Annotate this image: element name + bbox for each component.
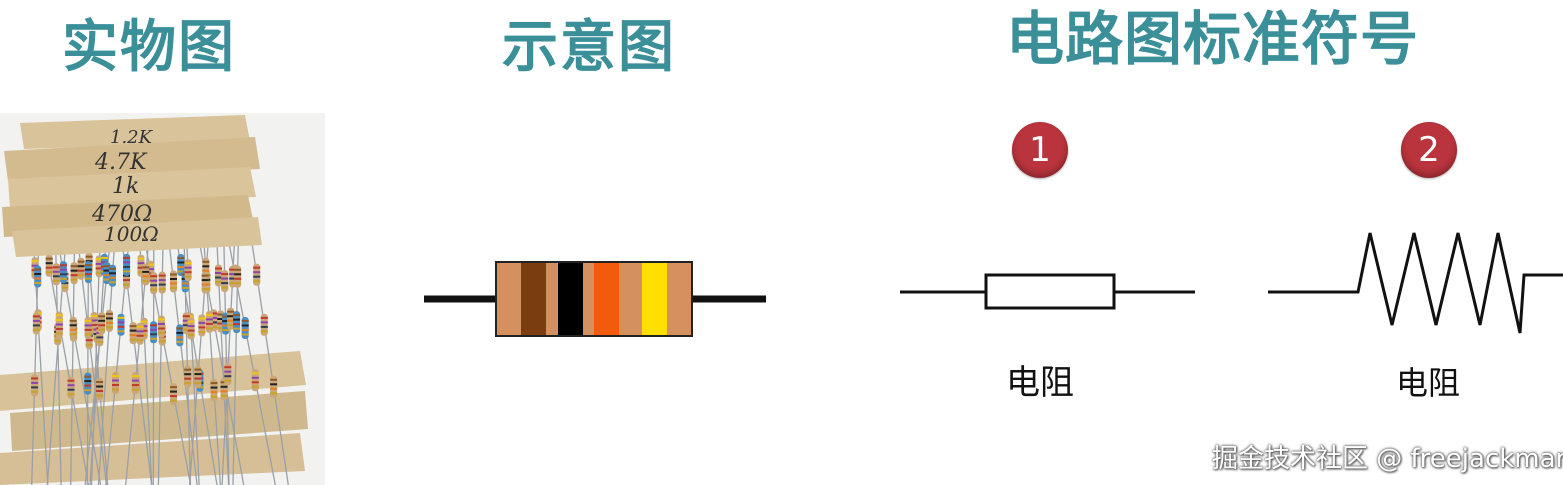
resistor-body <box>251 369 259 392</box>
symbol-caption-1: 电阻 <box>1006 363 1074 403</box>
resistor-body <box>69 316 77 339</box>
resistor-body <box>184 365 192 388</box>
resistor-body <box>224 363 232 386</box>
resistor-body <box>241 317 249 339</box>
resistor-body <box>233 311 241 334</box>
sketch-heading: 示意图 <box>502 15 676 80</box>
resistor-body <box>96 378 104 400</box>
resistor-body <box>67 376 75 399</box>
resistor-photo: 1.2K 4.7K 1k 470Ω 100Ω <box>0 113 325 485</box>
resistor-sketch <box>424 261 766 337</box>
resistor-body <box>176 324 184 347</box>
resistor-body <box>201 271 209 294</box>
resistor-body <box>150 321 158 344</box>
resistor-body <box>221 270 229 293</box>
label-1k: 1k <box>112 174 139 199</box>
photo-heading: 实物图 <box>62 15 236 80</box>
resistor-photo-illustration: 1.2K 4.7K 1k 470Ω 100Ω <box>0 115 308 485</box>
resistor-body <box>45 254 53 277</box>
label-1-2k: 1.2K <box>110 127 154 148</box>
resistor-body <box>215 264 222 287</box>
resistor-body <box>187 317 195 340</box>
resistor-body <box>84 261 92 284</box>
watermark-text: 掘金技术社区 @ freejackman <box>1212 444 1563 474</box>
resistor-body <box>136 322 144 345</box>
resistor-body <box>52 263 60 286</box>
resistor-body <box>210 379 218 402</box>
resistor-body <box>205 310 213 333</box>
symbol-heading: 电路图标准符号 <box>1006 5 1420 73</box>
resistor-body <box>270 375 278 398</box>
resistor-body <box>77 257 85 280</box>
resistor-body <box>117 313 125 336</box>
resistor-body <box>150 272 158 295</box>
resistor-body <box>184 259 192 282</box>
symbol-number-badge-1: 1 <box>1012 122 1068 178</box>
sketch-band-1 <box>521 262 546 336</box>
resistor-body <box>142 263 150 286</box>
resistor-body <box>109 264 116 287</box>
label-4-7k: 4.7K <box>94 150 148 175</box>
resistor-body <box>129 322 137 345</box>
sketch-band-4 <box>642 262 667 336</box>
symbol-caption-2: 电阻 <box>1396 364 1461 402</box>
resistor-symbol-rectangle <box>900 273 1195 310</box>
sketch-outline <box>495 261 693 337</box>
resistor-body <box>123 253 131 276</box>
resistor-body <box>70 262 78 285</box>
resistor-body <box>260 313 268 336</box>
resistor-body <box>170 383 177 406</box>
resistor-body <box>55 316 63 338</box>
resistor-body <box>112 372 119 394</box>
sketch-band-3 <box>594 262 619 336</box>
resistor-body <box>31 374 39 397</box>
resistor-body <box>170 270 177 293</box>
resistor-body <box>32 312 40 335</box>
resistor-body <box>105 309 113 332</box>
resistor-body <box>253 263 261 286</box>
label-100: 100Ω <box>104 222 159 246</box>
resistor-body <box>157 315 165 338</box>
resistor-body <box>103 262 111 285</box>
label-470: 470Ω <box>91 202 152 227</box>
resistor-body <box>59 261 67 284</box>
resistor-body <box>158 271 166 294</box>
resistor-body <box>131 372 139 395</box>
resistor-body <box>34 265 42 288</box>
resistor-body <box>84 372 92 395</box>
resistor-body <box>177 254 185 276</box>
resistor-body <box>84 316 92 339</box>
resistor-body <box>198 314 206 337</box>
sketch-band-2 <box>558 262 583 336</box>
resistor-body <box>227 307 235 330</box>
resistor-symbol-zigzag <box>1268 232 1563 334</box>
resistor-body <box>98 312 106 335</box>
symbol-number-badge-2: 2 <box>1401 122 1457 178</box>
resistor-body <box>234 265 242 288</box>
resistor-body <box>194 365 202 388</box>
